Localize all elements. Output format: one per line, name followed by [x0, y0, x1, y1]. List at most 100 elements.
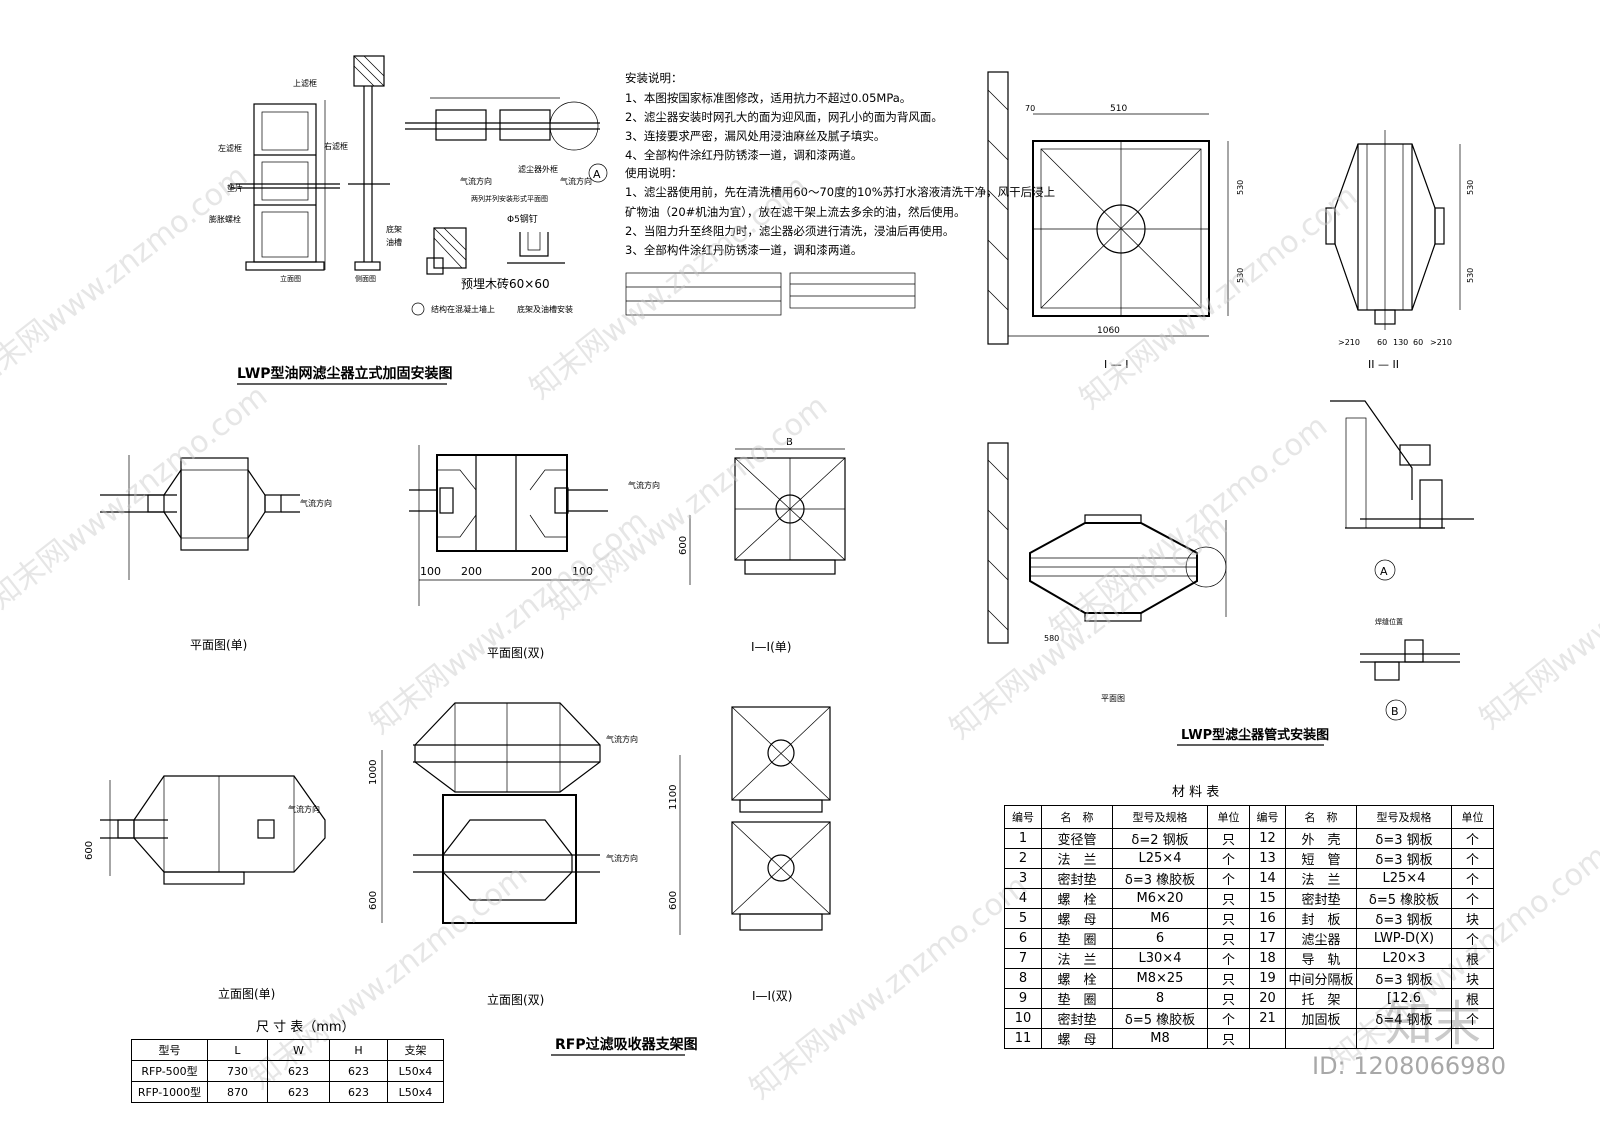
material-table-cell: 20: [1249, 988, 1286, 1009]
dim-table-cell: 623: [267, 1081, 330, 1103]
material-table-cell: M8×25: [1112, 968, 1208, 989]
material-table-cell: 个: [1207, 948, 1250, 969]
dim-table-cell: RFP-1000型: [131, 1081, 208, 1103]
material-table-cell: 螺 栓: [1041, 968, 1113, 989]
material-table-cell: 中间分隔板: [1285, 968, 1357, 989]
material-table-cell: 密封垫: [1285, 888, 1357, 909]
material-table-cell: δ=3 橡胶板: [1112, 868, 1208, 889]
dim-510: 510: [1110, 104, 1127, 114]
material-table-cell: 只: [1207, 928, 1250, 949]
label-section-single: I—I(单): [751, 640, 791, 654]
use-note-1: 1、滤尘器使用前，先在清洗槽用60～70度的10%苏打水溶液清洗干净，风干后浸上: [625, 185, 1055, 199]
material-table-cell: 法 兰: [1285, 868, 1357, 889]
dim-530-d: 530: [1466, 268, 1475, 283]
dim-580: 580: [1044, 634, 1059, 643]
material-table-cell: 14: [1249, 868, 1286, 889]
install-notes-title: 安装说明：: [625, 71, 683, 85]
material-table-cell: 16: [1249, 908, 1286, 929]
material-table-cell: 17: [1249, 928, 1286, 949]
material-table-cell: 只: [1207, 888, 1250, 909]
material-table-cell: 3: [1004, 868, 1042, 889]
material-table-cell: 变径管: [1041, 828, 1113, 849]
label-detail-a: A: [1380, 565, 1388, 578]
label-base-frame: 底架: [386, 224, 402, 234]
material-table-cell: 滤尘器: [1285, 928, 1357, 949]
material-table-cell: [1356, 1028, 1452, 1049]
material-table-cell: L30×4: [1112, 948, 1208, 969]
material-table-cell: 块: [1451, 908, 1494, 929]
watermark-3: 知末网www.znzmo.com: [1073, 178, 1364, 416]
lwp-elevation-view: 立面图 上滤框 左滤框 右滤框 垫片 膨胀螺栓: [209, 78, 348, 283]
material-table-cell: 6: [1112, 928, 1208, 949]
label-base-note: 底架及油槽安装: [517, 304, 573, 314]
material-table-cell: 只: [1207, 908, 1250, 929]
material-table-cell: 只: [1207, 988, 1250, 1009]
material-table-cell: 只: [1207, 828, 1250, 849]
label-elev-double: 立面图(双): [487, 992, 544, 1007]
material-table-cell: 密封垫: [1041, 868, 1113, 889]
dim-table-cell: 870: [207, 1081, 268, 1103]
dim-530-a: 530: [1236, 180, 1245, 195]
label-two-row-plan: 两列并列安装形式平面图: [471, 194, 548, 203]
label-detail-a-marker: A: [593, 168, 601, 181]
watermark-id: ID: 1208066980: [1312, 1052, 1506, 1080]
watermark-8: 知末网www.znzmo.com: [943, 508, 1234, 746]
label-weld-pos: 焊缝位置: [1375, 617, 1403, 626]
small-spec-tables: [625, 272, 916, 316]
material-table-cell: 托 架: [1285, 988, 1357, 1009]
label-right-frame: 右滤框: [324, 141, 348, 151]
label-sec-1: I — I: [1104, 358, 1128, 371]
title-lwp-vertical: LWP型油网滤尘器立式加固安装图: [237, 365, 453, 382]
label-pad: 垫片: [227, 183, 243, 193]
material-table-cell: 1: [1004, 828, 1042, 849]
dim-530-b: 530: [1236, 268, 1245, 283]
material-table-cell: 8: [1112, 988, 1208, 1009]
dim-b: B: [786, 437, 793, 448]
label-expansion-bolt: 膨胀螺栓: [209, 214, 241, 224]
label-side-small: 侧面图: [355, 274, 376, 283]
label-outer-frame: 滤尘器外框: [518, 164, 558, 174]
material-table-cell: [12.6: [1356, 988, 1452, 1009]
material-table-cell: 垫 圈: [1041, 928, 1113, 949]
watermark-7: 知末网www.znzmo.com: [363, 503, 654, 741]
label-left-frame: 左滤框: [218, 143, 242, 153]
material-table-cell: 19: [1249, 968, 1286, 989]
label-plan-single: 平面图(单): [190, 638, 247, 652]
install-note-3: 3、连接要求严密，漏风处用浸油麻丝及腻子填实。: [625, 129, 885, 143]
material-table-cell: 个: [1451, 1008, 1494, 1029]
plan-double-view: 气流方向 100 200 200 100 平面图(双): [409, 445, 660, 660]
material-table-cell: δ=5 橡胶板: [1112, 1008, 1208, 1029]
material-table-cell: [1249, 1028, 1286, 1049]
material-table-header-7: 单位: [1451, 805, 1494, 829]
dim-table-cell: 623: [329, 1060, 388, 1082]
material-table-header-5: 名 称: [1285, 805, 1357, 829]
material-table-cell: [1285, 1028, 1357, 1049]
material-table-cell: [1451, 1028, 1494, 1049]
material-table-cell: 封 板: [1285, 908, 1357, 929]
label-plan-pipe: 平面图: [1101, 694, 1125, 703]
material-table-cell: δ=5 橡胶板: [1356, 888, 1452, 909]
label-airflow-7: 气流方向: [606, 853, 638, 863]
plan-single-view: 气流方向 平面图(单): [100, 455, 332, 652]
watermark-5: 知末网www.znzmo.com: [543, 388, 834, 626]
material-table-cell: 13: [1249, 848, 1286, 869]
material-table-cell: 螺 母: [1041, 908, 1113, 929]
pipe-detail-b: 焊缝位置 B: [1360, 617, 1460, 721]
dim-600-elev-single: 600: [84, 841, 95, 860]
dim-600-elev-double: 600: [368, 891, 379, 910]
elev-double-view: 气流方向 气流方向 1000 600 立面图(双): [368, 702, 638, 1007]
dim-1060: 1060: [1097, 326, 1120, 336]
dim-table-cell: RFP-500型: [131, 1060, 208, 1082]
dim-table-title: 尺 寸 表（mm）: [256, 1020, 355, 1035]
pipe-section-2: 530 530 >210 60 130 60 >210 II — II: [1325, 130, 1475, 371]
use-note-2: 矿物油（20#机油为宜），放在滤干架上流去多余的油，然后使用。: [625, 205, 966, 219]
material-table-cell: 10: [1004, 1008, 1042, 1029]
material-table-cell: 根: [1451, 988, 1494, 1009]
use-note-4: 3、全部构件涂红丹防锈漆一道，调和漆两道。: [625, 243, 862, 257]
pipe-detail-a: A: [1330, 400, 1474, 581]
material-table-header-1: 名 称: [1041, 805, 1113, 829]
